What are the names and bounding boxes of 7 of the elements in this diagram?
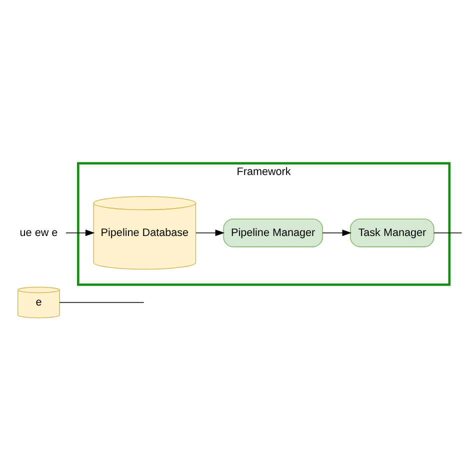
- node-text: ue ew e: [20, 226, 58, 238]
- arrow: [65, 229, 95, 236]
- node-box: Task Manager: [350, 218, 434, 247]
- arrow: [322, 229, 352, 236]
- connector: [434, 232, 462, 233]
- arrow: [196, 229, 225, 236]
- node-box: Pipeline Manager: [223, 218, 323, 247]
